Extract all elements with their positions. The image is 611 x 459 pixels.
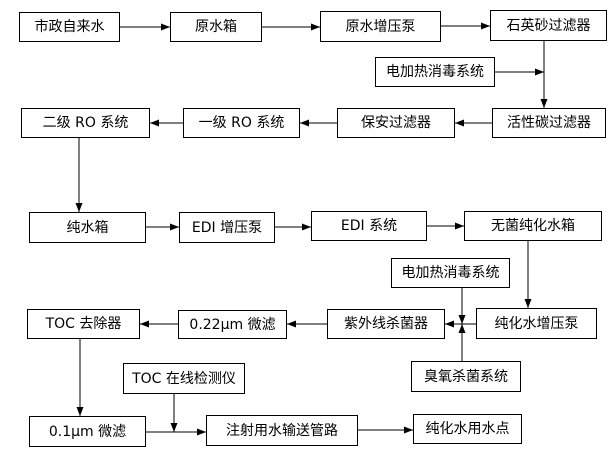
- node-activated-carbon-filter: 活性碳过滤器: [492, 108, 606, 138]
- node-quartz-sand-filter: 石英砂过滤器: [490, 10, 607, 41]
- node-pure-water-tank: 纯水箱: [29, 212, 146, 243]
- node-municipal-water: 市政自来水: [19, 12, 120, 42]
- node-toc-remover: TOC 去除器: [27, 309, 140, 339]
- node-raw-water-pump: 原水增压泵: [320, 11, 441, 42]
- node-edi-system: EDI 系统: [311, 211, 427, 241]
- node-ozone-sterilization: 臭氧杀菌系统: [411, 361, 521, 392]
- node-ro-stage1: 一级 RO 系统: [183, 108, 300, 138]
- node-micro-filter-01: 0.1μm 微滤: [29, 416, 146, 447]
- node-injection-water-pipeline: 注射用水输送管路: [206, 415, 358, 446]
- node-sterile-purified-tank: 无菌纯化水箱: [464, 211, 602, 241]
- node-micro-filter-022: 0.22μm 微滤: [178, 310, 287, 339]
- node-electric-heat-disinfection-2: 电加热消毒系统: [391, 258, 510, 288]
- node-uv-sterilizer: 紫外线杀菌器: [327, 309, 445, 339]
- node-raw-water-tank: 原水箱: [170, 12, 262, 42]
- node-security-filter: 保安过滤器: [337, 108, 455, 138]
- node-edi-booster-pump: EDI 增压泵: [179, 212, 275, 243]
- node-purified-water-pump: 纯化水增压泵: [476, 308, 597, 339]
- node-electric-heat-disinfection-1: 电加热消毒系统: [375, 57, 495, 87]
- node-purified-water-use-point: 纯化水用水点: [413, 414, 522, 444]
- node-toc-online-monitor: TOC 在线检测仪: [123, 363, 245, 394]
- node-ro-stage2: 二级 RO 系统: [21, 108, 150, 138]
